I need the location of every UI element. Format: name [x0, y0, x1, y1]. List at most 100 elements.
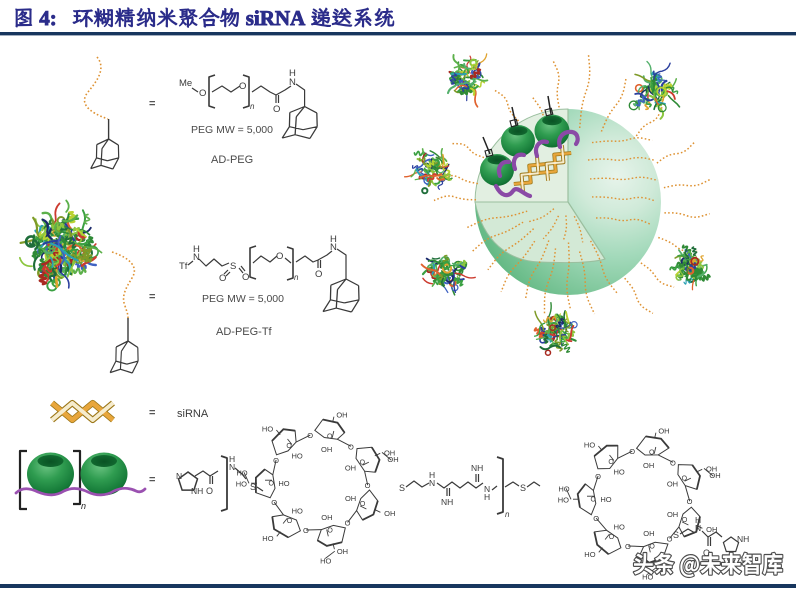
svg-text:H: H — [695, 515, 701, 525]
svg-text:HO: HO — [600, 495, 611, 504]
svg-text:O: O — [595, 472, 601, 481]
svg-text:siRNA: siRNA — [177, 408, 209, 420]
svg-text:O: O — [287, 518, 293, 525]
svg-text:H: H — [289, 68, 296, 79]
svg-text:OH: OH — [345, 464, 356, 473]
svg-text:=: = — [149, 407, 155, 419]
svg-text:O: O — [273, 104, 280, 115]
svg-text:OH: OH — [667, 510, 678, 519]
svg-text:O: O — [239, 81, 246, 92]
svg-text:O: O — [327, 434, 333, 441]
svg-text:H: H — [193, 244, 200, 255]
svg-text:HO: HO — [558, 484, 569, 493]
svg-text:OH: OH — [336, 411, 347, 420]
svg-text:OH: OH — [337, 547, 348, 556]
svg-text:Me: Me — [179, 78, 192, 89]
svg-text:O: O — [199, 88, 206, 99]
svg-text:H: H — [330, 234, 337, 245]
svg-text:Tf: Tf — [179, 261, 188, 272]
svg-text:HO: HO — [236, 468, 247, 477]
svg-text:OH: OH — [709, 471, 720, 480]
svg-text:O: O — [593, 514, 599, 523]
svg-text:S: S — [399, 483, 405, 493]
svg-text:NH: NH — [737, 534, 749, 544]
svg-text:O: O — [315, 269, 322, 280]
svg-text:NH: NH — [441, 497, 453, 507]
svg-text:n: n — [505, 510, 510, 519]
svg-text:O: O — [608, 459, 614, 466]
svg-text:H: H — [429, 470, 435, 480]
svg-text:HO: HO — [613, 468, 624, 477]
svg-text:O: O — [360, 460, 366, 467]
svg-text:=: = — [149, 98, 155, 110]
svg-text:PEG MW = 5,000: PEG MW = 5,000 — [202, 293, 284, 305]
svg-text:S: S — [673, 530, 679, 540]
svg-text:N: N — [193, 252, 200, 263]
svg-text:O: O — [649, 450, 655, 457]
svg-text:NH: NH — [471, 463, 483, 473]
svg-text:HO: HO — [642, 572, 653, 581]
svg-text:O: O — [348, 442, 354, 451]
svg-text:N: N — [695, 523, 701, 533]
svg-text:OH: OH — [706, 464, 717, 473]
svg-text:O: O — [273, 456, 279, 465]
svg-text:PEG MW = 5,000: PEG MW = 5,000 — [191, 124, 273, 136]
svg-text:=: = — [149, 474, 155, 486]
svg-text:OH: OH — [384, 509, 395, 518]
svg-text:AD-PEG: AD-PEG — [211, 154, 253, 166]
svg-text:OH: OH — [643, 461, 654, 470]
svg-text:N: N — [229, 462, 235, 472]
svg-text:OH: OH — [387, 455, 398, 464]
svg-text:OH: OH — [345, 494, 356, 503]
svg-text:HO: HO — [236, 479, 247, 488]
svg-text:S: S — [230, 261, 236, 272]
svg-text:OH: OH — [384, 448, 395, 457]
svg-text:O: O — [242, 272, 249, 283]
svg-text:OH: OH — [706, 525, 717, 534]
svg-text:O: O — [649, 543, 655, 550]
svg-text:=: = — [149, 291, 155, 303]
svg-text:O: O — [703, 548, 710, 558]
svg-text:OH: OH — [643, 529, 654, 538]
svg-text:HO: HO — [262, 424, 273, 433]
svg-text:N: N — [176, 471, 182, 481]
svg-text:OH: OH — [658, 427, 669, 436]
svg-text:AD-PEG-Tf: AD-PEG-Tf — [216, 326, 273, 338]
svg-text:HO: HO — [262, 534, 273, 543]
svg-text:O: O — [667, 534, 673, 543]
svg-text:N: N — [289, 77, 296, 88]
svg-text:n: n — [81, 501, 86, 511]
svg-text:O: O — [269, 481, 275, 488]
svg-text:S: S — [250, 482, 256, 492]
svg-text:O: O — [682, 517, 688, 524]
svg-text:H: H — [484, 492, 490, 502]
svg-text:O: O — [609, 534, 615, 541]
svg-text:HO: HO — [320, 556, 331, 565]
svg-text:n: n — [294, 273, 299, 282]
svg-text:NH: NH — [191, 486, 203, 496]
svg-text:O: O — [345, 518, 351, 527]
svg-text:O: O — [687, 497, 693, 506]
svg-text:HO: HO — [291, 452, 302, 461]
svg-text:HO: HO — [584, 440, 595, 449]
svg-text:O: O — [670, 458, 676, 467]
svg-text:HO: HO — [614, 522, 625, 531]
svg-text:O: O — [307, 431, 313, 440]
svg-text:O: O — [365, 481, 371, 490]
svg-text:n: n — [250, 102, 255, 111]
svg-text:N: N — [429, 478, 435, 488]
svg-text:O: O — [271, 498, 277, 507]
svg-text:HO: HO — [278, 479, 289, 488]
svg-text:O: O — [360, 501, 366, 508]
svg-text:HO: HO — [292, 506, 303, 515]
svg-text:O: O — [206, 486, 213, 496]
svg-text:HO: HO — [558, 495, 569, 504]
svg-text:OH: OH — [321, 513, 332, 522]
svg-text:O: O — [219, 273, 226, 284]
svg-text:O: O — [303, 526, 309, 535]
svg-text:O: O — [591, 497, 597, 504]
svg-text:O: O — [327, 527, 333, 534]
svg-text:OH: OH — [667, 480, 678, 489]
svg-text:N: N — [484, 484, 490, 494]
svg-text:H: H — [229, 454, 235, 464]
